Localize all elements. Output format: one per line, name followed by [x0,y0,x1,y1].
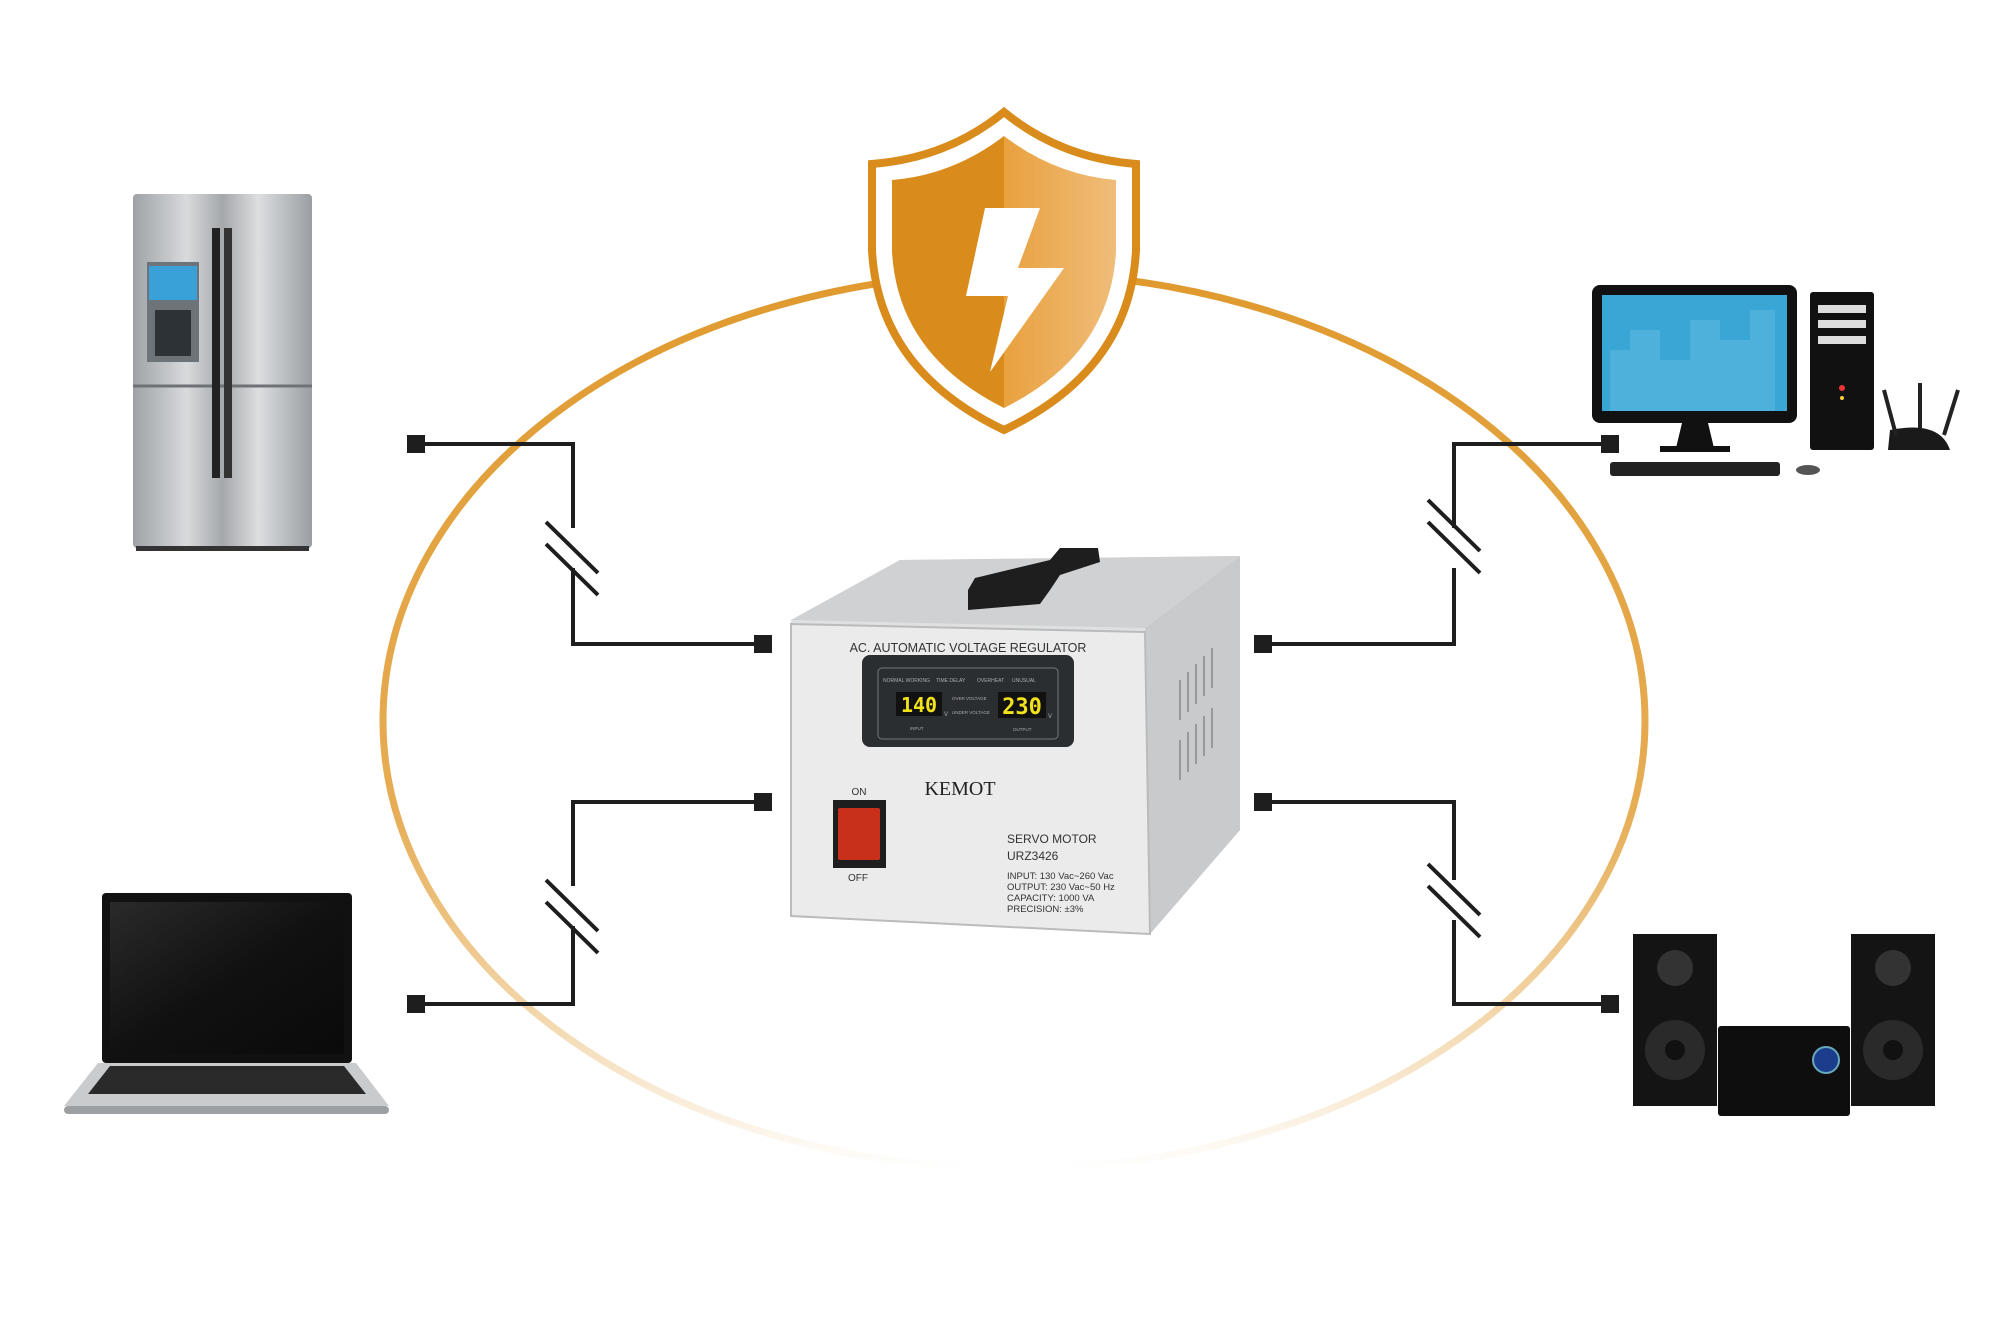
switch-on-label: ON [852,787,867,798]
voltage-regulator: AC. AUTOMATIC VOLTAGE REGULATOR NORMAL W… [790,548,1240,936]
desktop-computer-image [1592,285,1960,476]
indicator-time-delay: TIME DELAY [936,678,966,684]
regulator-header: AC. AUTOMATIC VOLTAGE REGULATOR [850,641,1087,655]
over-voltage-label: OVER VOLTAGE [952,696,987,701]
indicator-normal: NORMAL WORKING [883,678,930,684]
laptop-image [64,893,389,1114]
spec-input: INPUT: 130 Vac~260 Vac [1007,871,1114,882]
output-voltage-display: 230 [1002,695,1042,720]
spec-capacity: CAPACITY: 1000 VA [1007,893,1095,904]
brand-logo: KEMOT [924,778,995,800]
spec-output: OUTPUT: 230 Vac~50 Hz [1007,882,1115,893]
indicator-overheat: OVERHEAT [977,678,1004,684]
switch-off-label: OFF [848,873,868,884]
input-voltage-display: 140 [901,693,937,717]
output-unit: V [1048,714,1052,720]
audio-system-image [1633,934,1935,1116]
input-label: INPUT [910,726,924,731]
shield-lightning-icon [868,106,1140,435]
under-voltage-label: UNDER VOLTAGE [952,710,990,715]
model-number: URZ3426 [1007,849,1059,863]
wire-terminals [407,435,1619,1013]
spec-precision: PRECISION: ±3% [1007,904,1084,915]
input-unit: V [944,712,948,718]
model-type: SERVO MOTOR [1007,832,1097,846]
refrigerator-image [133,194,312,551]
indicator-unusual: UNUSUAL [1012,678,1036,684]
wiring [416,442,1610,1006]
output-label: OUTPUT [1013,727,1032,732]
